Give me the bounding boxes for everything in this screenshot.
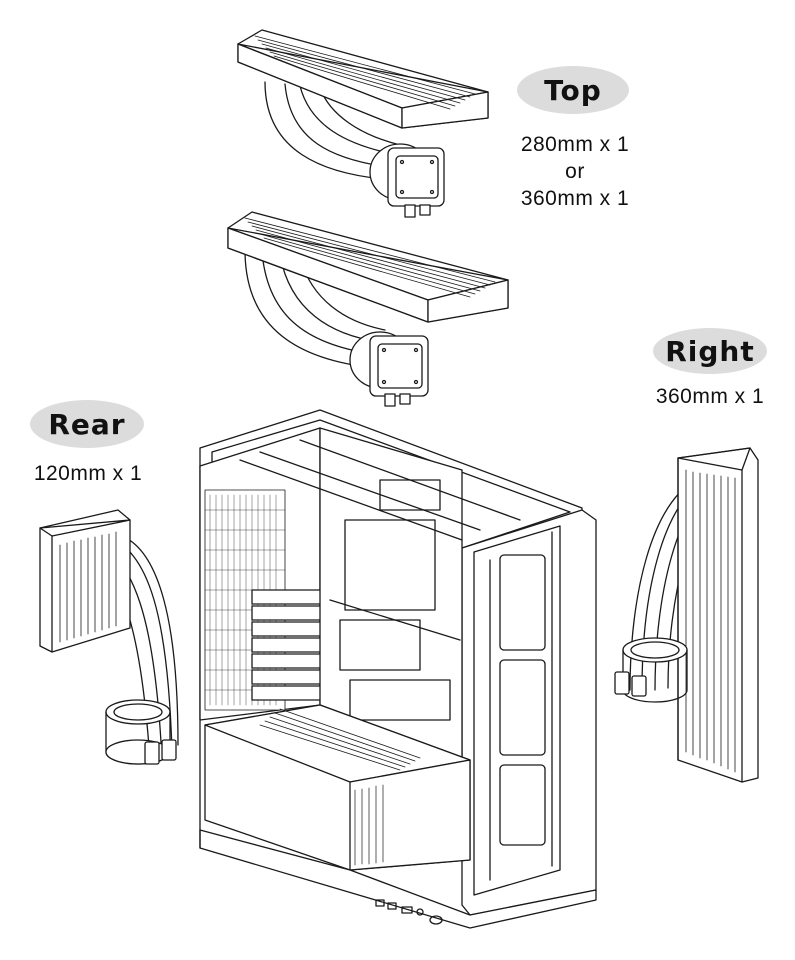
top-pump-block: [370, 144, 444, 217]
rear-radiator-fins: [60, 532, 116, 642]
mesh-pattern: [205, 495, 285, 705]
top-label-pill: Top: [517, 66, 629, 114]
rear-spec-line1: 120mm x 1: [33, 462, 143, 485]
top-spec-line1: 280mm x 1: [520, 133, 630, 156]
psu-shroud-vents: [260, 709, 420, 770]
rear-label-pill: Rear: [30, 400, 144, 448]
top-label: Top: [544, 73, 602, 107]
right-label: Right: [665, 334, 755, 368]
pc-case: [200, 410, 596, 928]
right-cooler-360mm: [615, 448, 758, 782]
top-pump-block-2: [350, 332, 428, 406]
right-label-pill: Right: [653, 328, 767, 374]
rear-pump-block: [106, 700, 176, 764]
front-io-ports: [376, 900, 442, 924]
rear-cooler-120mm: [40, 510, 178, 764]
right-radiator-fins: [686, 470, 735, 772]
right-spec-text: 360mm x 1: [640, 383, 780, 410]
top-spec-line3: 360mm x 1: [520, 187, 630, 210]
top-radiator-2-fins: [245, 218, 495, 297]
top-radiator-fins: [255, 36, 475, 109]
top-cooler-280mm: [238, 30, 488, 217]
right-pump-block: [615, 638, 687, 702]
pci-slots: [252, 590, 324, 700]
top-spec-text: 280mm x 1 or 360mm x 1: [500, 131, 650, 212]
top-cooler-360mm: [228, 212, 508, 406]
rear-spec-text: 120mm x 1: [18, 460, 158, 487]
rear-label: Rear: [48, 407, 126, 441]
right-spec-line1: 360mm x 1: [655, 385, 765, 408]
top-spec-line2: or: [565, 160, 585, 183]
